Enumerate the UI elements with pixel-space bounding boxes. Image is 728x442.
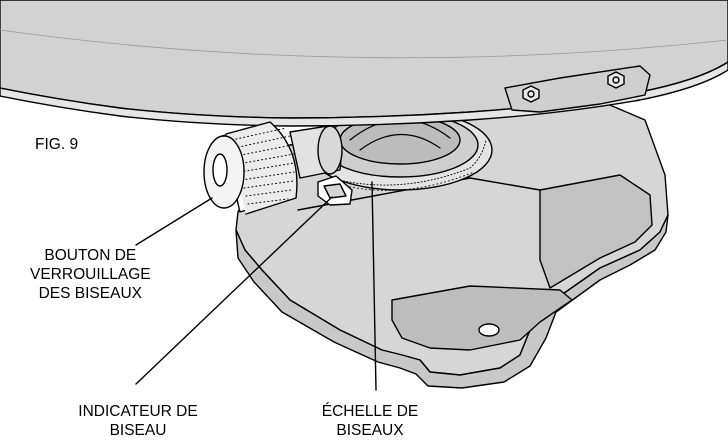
leader-bevel-scale	[371, 181, 377, 391]
figure-number: FIG. 9	[35, 136, 79, 153]
bevel-scale-callout: ÉCHELLE DE BISEAUX	[290, 402, 450, 440]
bevel-scale-callout-line: BISEAUX	[336, 422, 404, 439]
lock-knob-callout-line: DES BISEAUX	[38, 285, 142, 302]
bevel-scale-callout-line: ÉCHELLE DE	[321, 403, 419, 420]
lock-knob-knurling	[231, 127, 295, 205]
bevel-scale-ticks	[329, 139, 487, 186]
bevel-indicator-callout: INDICATEUR DE BISEAU	[48, 402, 228, 440]
bolt-nut-right	[607, 71, 625, 89]
bevel-indicator-callout-line: BISEAU	[109, 422, 167, 439]
leader-bevel-indicator	[135, 196, 333, 385]
foot-pad	[391, 285, 573, 351]
base-ledge	[235, 214, 669, 389]
lock-knob-callout-line: BOUTON DE	[44, 247, 137, 264]
lock-knob-callout: BOUTON DE VERROUILLAGE DES BISEAUX	[30, 246, 151, 303]
bevel-indicator-callout-line: INDICATEUR DE	[78, 403, 198, 420]
leader-lock-knob	[135, 197, 213, 246]
base-side-panel	[539, 174, 653, 289]
lock-knob-callout-line: VERROUILLAGE	[30, 266, 151, 283]
mounting-hole	[478, 323, 500, 337]
bolt-nut-left	[522, 85, 540, 103]
